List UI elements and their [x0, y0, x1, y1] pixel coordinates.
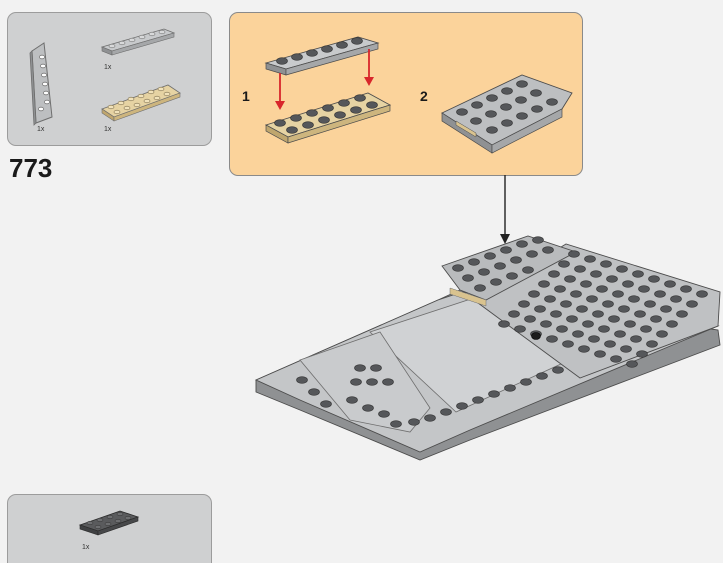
stud [654, 290, 666, 298]
plate-1x6-gray-icon [100, 28, 176, 56]
stud [578, 345, 590, 353]
stud [518, 300, 530, 308]
stud [616, 265, 628, 273]
next-parts-box: 1x [7, 494, 212, 563]
stud [612, 290, 624, 298]
stud [660, 305, 672, 313]
part-qty-plate-2x6: 1x [104, 126, 112, 133]
stud [548, 270, 560, 278]
stud [622, 280, 634, 288]
stud [550, 310, 562, 318]
stud [650, 315, 662, 323]
stud [602, 300, 614, 308]
stud [696, 290, 708, 298]
stud [626, 360, 638, 368]
stud [568, 250, 580, 258]
stud [656, 330, 668, 338]
substep-1-red-arrows [275, 49, 374, 110]
stud [540, 320, 552, 328]
stud [508, 310, 520, 318]
stud [574, 265, 586, 273]
wedge-plate-icon [29, 42, 53, 126]
stud [594, 350, 606, 358]
main-model-icon [254, 235, 721, 461]
stud [534, 305, 546, 313]
stud [528, 290, 540, 298]
stud [538, 280, 550, 288]
stud [570, 290, 582, 298]
stud [514, 325, 526, 333]
next-parts-illustration [78, 510, 140, 536]
stud [680, 285, 692, 293]
stud [546, 335, 558, 343]
stud [638, 285, 650, 293]
stud [624, 320, 636, 328]
stud [676, 310, 688, 318]
stud [572, 330, 584, 338]
stud [580, 280, 592, 288]
stud [604, 340, 616, 348]
stud [636, 350, 648, 358]
substep-2-wedge-assembly-icon [441, 74, 573, 154]
stud [598, 325, 610, 333]
stud [558, 260, 570, 268]
substep-illustration [264, 36, 573, 154]
stud [530, 330, 542, 338]
stud [664, 280, 676, 288]
stud [498, 320, 510, 328]
plate-2x6-tan-icon [101, 84, 181, 122]
stud [666, 320, 678, 328]
next-part-qty: 1x [82, 544, 90, 551]
stud [556, 325, 568, 333]
stud [606, 275, 618, 283]
stud [628, 295, 640, 303]
stud [686, 300, 698, 308]
substep-callout: 1 2 [229, 12, 583, 176]
stud [648, 275, 660, 283]
stud [576, 305, 588, 313]
stud [592, 310, 604, 318]
stud [644, 300, 656, 308]
stud [586, 295, 598, 303]
step-number: 773 [9, 153, 53, 183]
stud [584, 255, 596, 263]
stud [560, 300, 572, 308]
stud [562, 340, 574, 348]
stud [670, 295, 682, 303]
stud [608, 315, 620, 323]
stud [564, 275, 576, 283]
stud [554, 285, 566, 293]
stud [614, 330, 626, 338]
stud [646, 340, 658, 348]
substep-number-1: 1 [242, 88, 250, 104]
stud [618, 305, 630, 313]
parts-list-box: 1x 1x 1x [7, 12, 212, 146]
plate-2x4-dark-gray-icon [78, 510, 140, 536]
stud [566, 315, 578, 323]
part-qty-wedge: 1x [37, 126, 45, 133]
stud [596, 285, 608, 293]
stud [544, 295, 556, 303]
substep-1-top-plate-icon [264, 36, 380, 76]
substep-1-tan-plate-icon [264, 92, 392, 144]
stud [640, 325, 652, 333]
stud [524, 315, 536, 323]
stud [600, 260, 612, 268]
callout-connector-arrow [500, 175, 510, 244]
stud [610, 355, 622, 363]
substep-number-2: 2 [420, 88, 428, 104]
stud [590, 270, 602, 278]
part-qty-plate-1x6: 1x [104, 64, 112, 71]
stud [582, 320, 594, 328]
stud [588, 335, 600, 343]
stud [630, 335, 642, 343]
parts-list-illustration [29, 28, 181, 126]
stud [632, 270, 644, 278]
stud [620, 345, 632, 353]
stud [634, 310, 646, 318]
